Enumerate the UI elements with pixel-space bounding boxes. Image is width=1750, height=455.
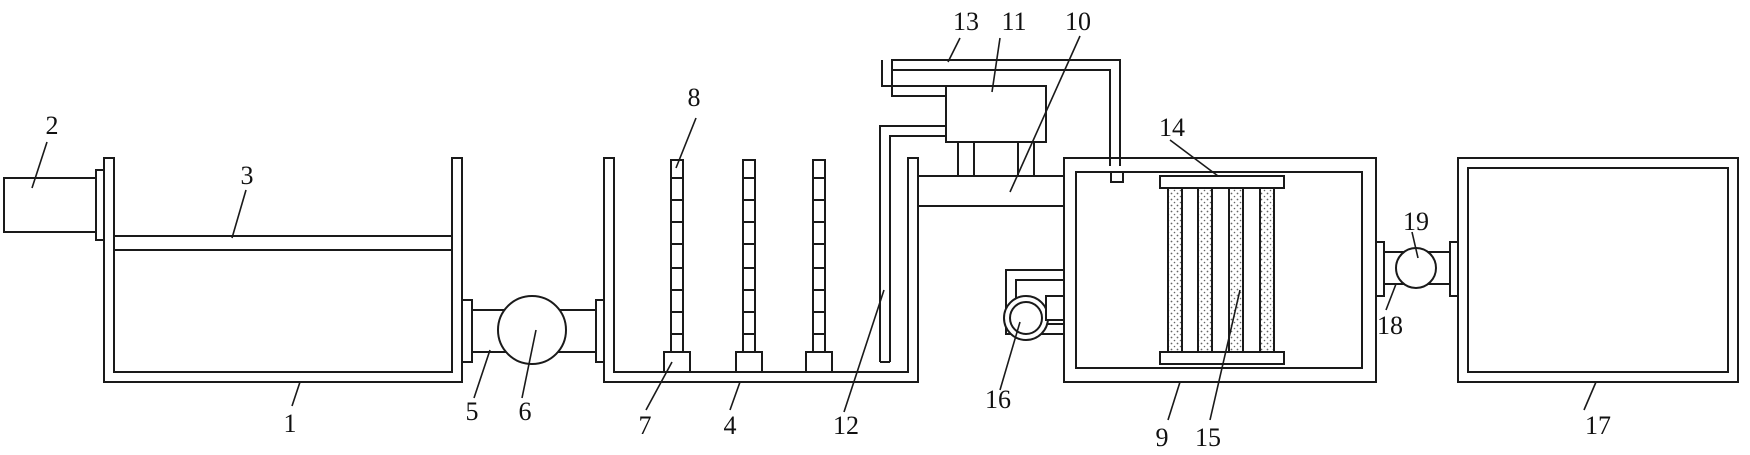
membranes-15 [1167, 187, 1275, 353]
pipe-10 [917, 141, 1065, 207]
callout-3: 3 [241, 161, 254, 190]
callout-13: 13 [953, 7, 979, 36]
callout-2: 2 [46, 111, 59, 140]
plate-bases-7 [663, 351, 833, 373]
callout-18: 18 [1377, 311, 1403, 340]
unit-11 [945, 85, 1047, 143]
leader-lines [31, 35, 1597, 421]
box-9 [1063, 157, 1377, 383]
callout-5: 5 [466, 397, 479, 426]
callout-1: 1 [284, 409, 297, 438]
tank-4 [603, 157, 919, 383]
callout-10: 10 [1065, 7, 1091, 36]
callout-8: 8 [688, 83, 701, 112]
blower-16 [1003, 269, 1065, 341]
tank-1 [103, 157, 463, 383]
callout-6: 6 [519, 397, 532, 426]
callout-4: 4 [724, 411, 737, 440]
callout-labels: 2 3 1 5 6 7 4 8 12 13 11 10 14 16 9 15 1… [46, 7, 1612, 452]
frame-14 [1159, 175, 1285, 365]
callout-9: 9 [1156, 423, 1169, 452]
tank-17 [1457, 157, 1739, 383]
callout-19: 19 [1403, 207, 1429, 236]
pipe-13 [881, 59, 1121, 166]
filter-plates-8 [670, 159, 826, 357]
callout-16: 16 [985, 385, 1011, 414]
callout-11: 11 [1001, 7, 1026, 36]
pump-19 [1395, 247, 1437, 289]
callout-12: 12 [833, 411, 859, 440]
callout-14: 14 [1159, 113, 1185, 142]
callout-17: 17 [1585, 411, 1611, 440]
callout-15: 15 [1195, 423, 1221, 452]
pump-6 [497, 295, 567, 365]
pipe-12 [879, 125, 946, 363]
callout-7: 7 [639, 411, 652, 440]
motor-2 [3, 169, 105, 241]
